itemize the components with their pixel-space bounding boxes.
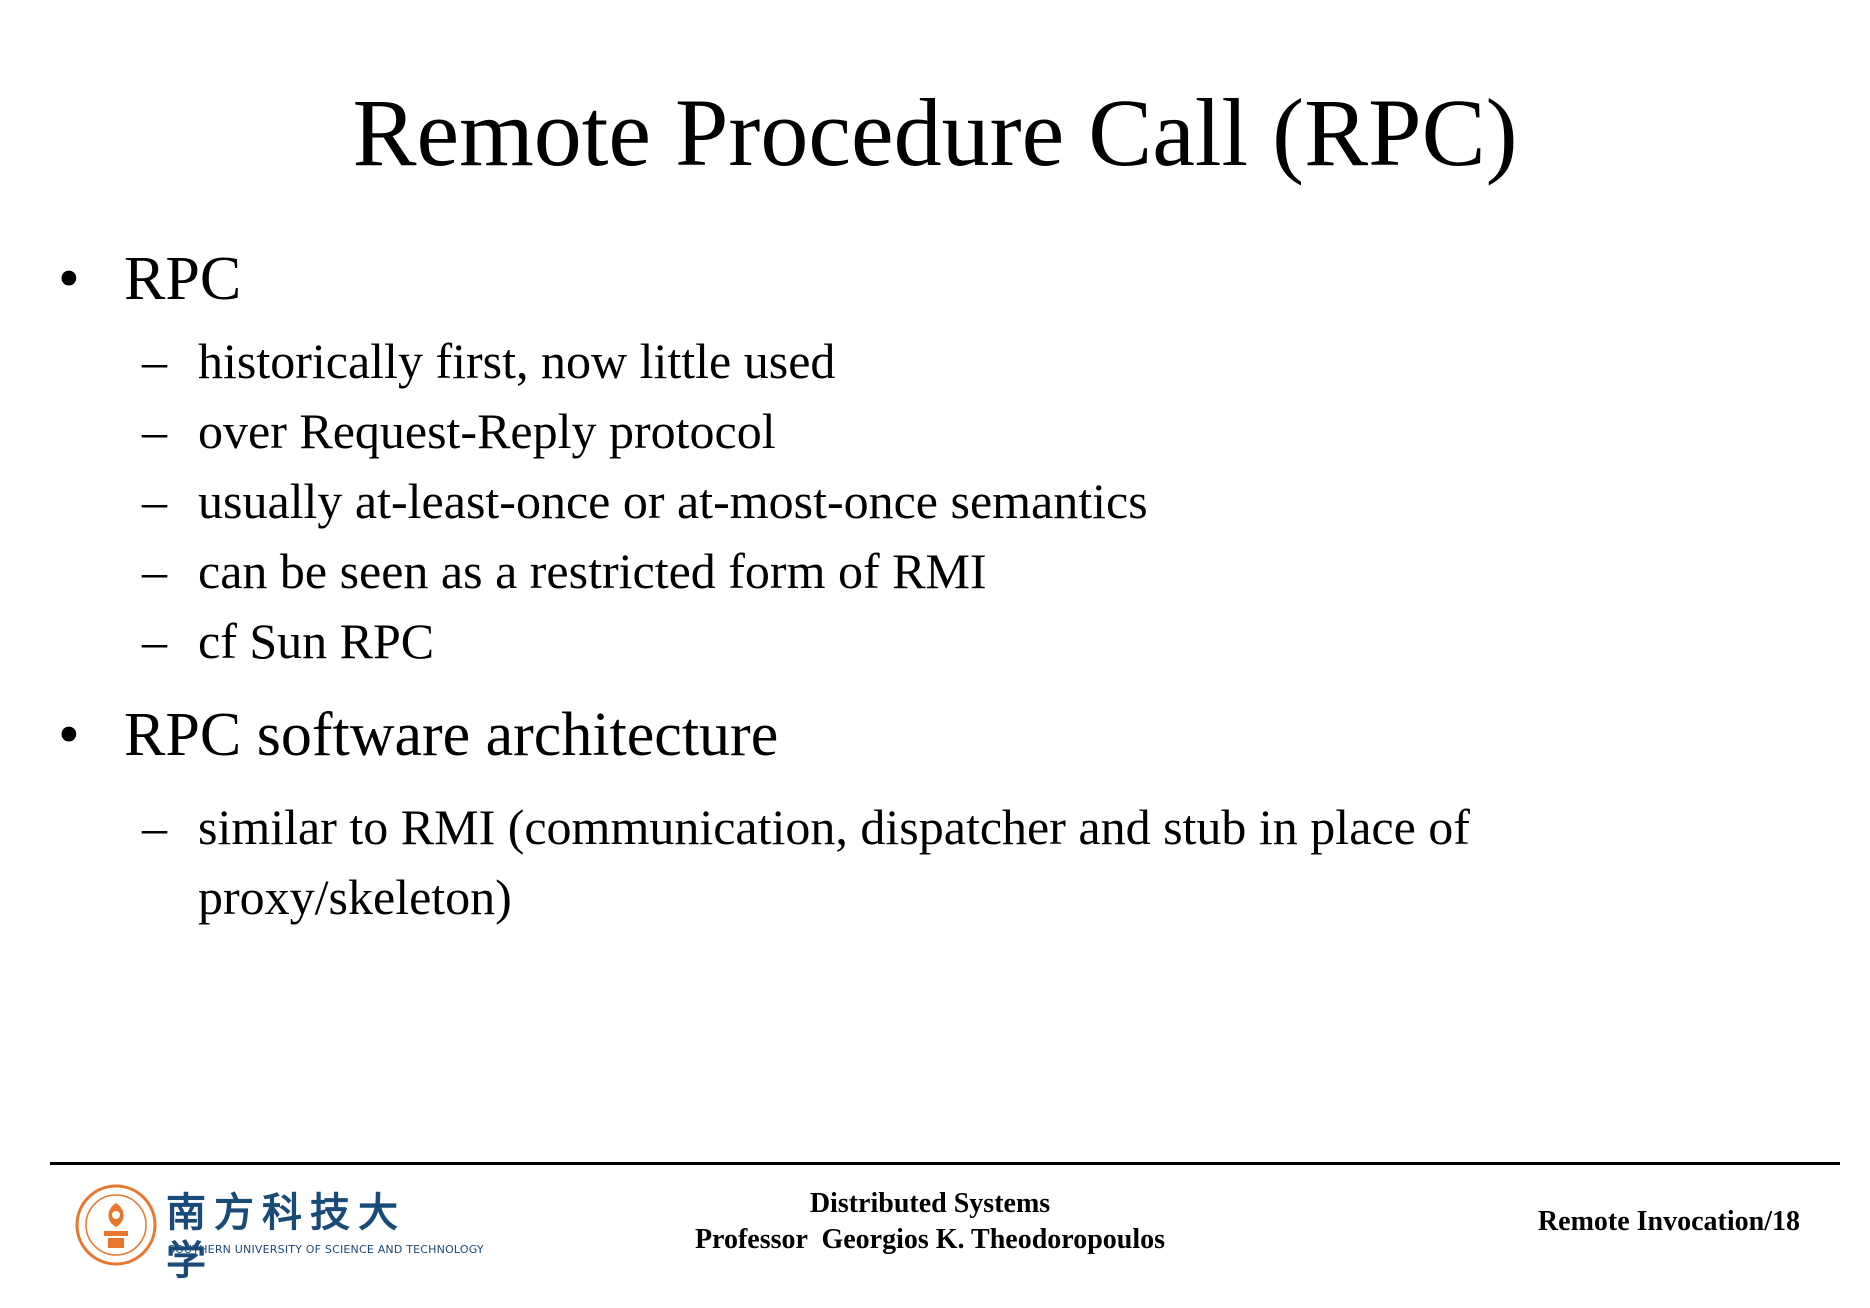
- sub-text: historically first, now little used: [198, 333, 836, 389]
- footer-course-info: Distributed Systems Professor Georgios K…: [630, 1186, 1230, 1258]
- sub-text: similar to RMI (communication, dispatche…: [198, 799, 1470, 925]
- sub-dash: –: [142, 543, 167, 599]
- university-emblem-icon: [75, 1184, 157, 1266]
- slide-title: Remote Procedure Call (RPC): [352, 79, 1518, 186]
- university-logo: 南方科技大学 SOUTHERN UNIVERSITY OF SCIENCE AN…: [74, 1183, 484, 1284]
- bullet-dot: •: [58, 245, 80, 313]
- bullet-text: RPC: [124, 245, 242, 313]
- sub-list-architecture: –similar to RMI (communication, dispatch…: [54, 792, 1814, 932]
- sub-dash: –: [142, 613, 167, 669]
- bullet-rpc: • RPC: [54, 240, 1814, 318]
- bullet-text: RPC software architecture: [124, 701, 779, 769]
- sub-item: –can be seen as a restricted form of RMI: [142, 536, 1814, 606]
- sub-dash: –: [142, 403, 167, 459]
- sub-item: –similar to RMI (communication, dispatch…: [142, 792, 1814, 932]
- logo-english-name: SOUTHERN UNIVERSITY OF SCIENCE AND TECHN…: [168, 1243, 484, 1256]
- sub-item: –over Request-Reply protocol: [142, 396, 1814, 466]
- footer-page-number: Remote Invocation/18: [1537, 1206, 1800, 1237]
- sub-item: –usually at-least-once or at-most-once s…: [142, 466, 1814, 536]
- sub-text: can be seen as a restricted form of RMI: [198, 543, 987, 599]
- sub-text: over Request-Reply protocol: [198, 403, 776, 459]
- sub-list-rpc: –historically first, now little used –ov…: [54, 326, 1814, 676]
- sub-item: –cf Sun RPC: [142, 606, 1814, 676]
- footer-divider: [50, 1162, 1840, 1165]
- sub-item: –historically first, now little used: [142, 326, 1814, 396]
- footer-course: Distributed Systems: [809, 1188, 1051, 1219]
- footer-professor: Professor Georgios K. Theodoropoulos: [694, 1224, 1166, 1255]
- sub-dash: –: [142, 799, 167, 855]
- sub-dash: –: [142, 333, 167, 389]
- logo-chinese-name: 南方科技大学: [166, 1189, 406, 1284]
- slide-content: • RPC –historically first, now little us…: [54, 240, 1814, 932]
- sub-text: usually at-least-once or at-most-once se…: [198, 473, 1148, 529]
- sub-text: cf Sun RPC: [198, 613, 435, 669]
- bullet-dot: •: [58, 701, 80, 769]
- sub-dash: –: [142, 473, 167, 529]
- bullet-rpc-architecture: • RPC software architecture: [54, 696, 1814, 774]
